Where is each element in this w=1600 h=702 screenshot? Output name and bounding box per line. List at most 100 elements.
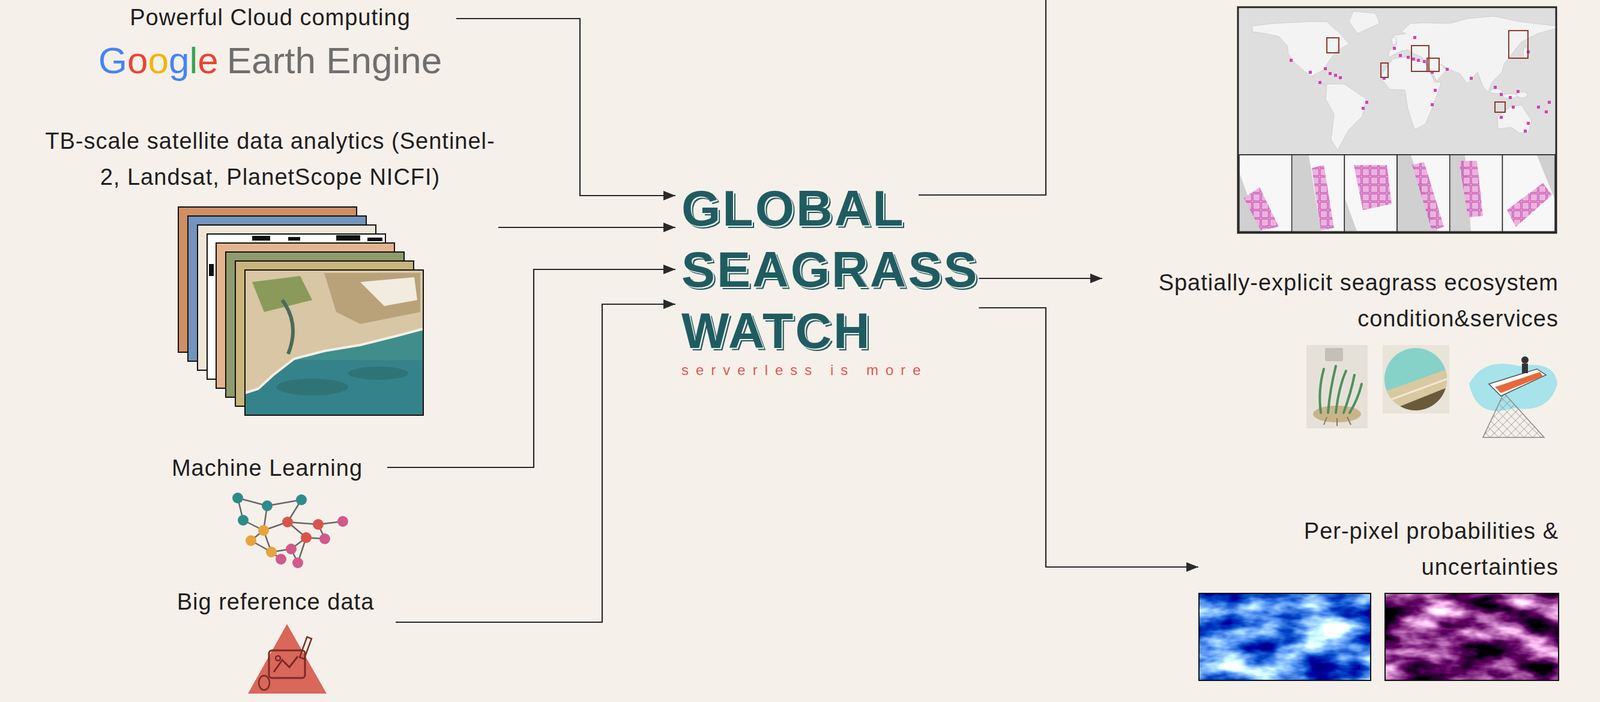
satellite-image-stack-part-part: [276, 378, 349, 396]
carbon-storage-icon-part: [1306, 345, 1368, 429]
seagrass-distribution-map-part-part: [1243, 187, 1279, 231]
seagrass-distribution-map-part-part: [1449, 154, 1503, 232]
seagrass-distribution-map-part-part: [1252, 21, 1350, 87]
carbon-storage-icon: [1306, 345, 1368, 429]
satellite-image-stack-part-part: [252, 276, 313, 313]
seagrass-distribution-map-part: [1237, 7, 1557, 233]
seagrass-distribution-map-part-part: [1433, 88, 1437, 92]
connector-arrow: [498, 226, 676, 229]
satellite-image-stack-part: [244, 270, 424, 416]
reference-data-icon-part: [273, 656, 298, 673]
satellite-image-stack-part: [244, 270, 424, 416]
seagrass-distribution-map-part-part: [1469, 76, 1473, 80]
seagrass-distribution-map-part-part: [1334, 73, 1338, 77]
seagrass-distribution-map-part-part: [1353, 165, 1392, 211]
input-heading: Machine Learning: [147, 453, 388, 484]
seagrass-distribution-map-part-part: [1416, 58, 1420, 62]
seagrass-distribution-map-part-part: [1445, 67, 1449, 71]
seagrass-distribution-map-part-part: [1397, 154, 1450, 232]
logo-word: Google: [98, 39, 219, 82]
seagrass-distribution-map-part-part: [1502, 93, 1518, 99]
seagrass-distribution-map-part: [1326, 30, 1528, 113]
seagrass-distribution-map-part-part: [1289, 58, 1293, 62]
seagrass-distribution-map-part-part: [1506, 183, 1552, 227]
satellite-image-stack-part-part: [288, 237, 301, 241]
seagrass-distribution-map-part-part: [1338, 76, 1342, 80]
seagrass-distribution-map-part-part: [1412, 57, 1416, 61]
seagrass-distribution-map-part-part: [1493, 85, 1497, 89]
seagrass-distribution-map-part: [1289, 36, 1551, 133]
seagrass-distribution-map-part-part: [1344, 198, 1357, 232]
seagrass-distribution-map-part-part: [1490, 88, 1503, 94]
network-icon-part: [232, 492, 244, 504]
carbon-storage-icon-part-part: [1347, 417, 1351, 426]
seagrass-distribution-map-part-part: [1292, 154, 1345, 232]
connector-arrow: [978, 307, 1199, 568]
seagrass-distribution-map-part-part: [1308, 70, 1312, 74]
seagrass-distribution-map-part-part: [1523, 129, 1527, 133]
fisheries-icon-part: [1521, 356, 1529, 364]
input-node: Big reference data: [155, 588, 396, 697]
probability-map-part: [1198, 593, 1371, 681]
seagrass-distribution-map-part-part: [1406, 55, 1410, 59]
network-icon-part: [285, 543, 297, 555]
probability-map: [1198, 593, 1371, 681]
seagrass-distribution-map-part-part: [1344, 154, 1398, 232]
connector-arrow: [387, 269, 676, 468]
seagrass-distribution-map-part: [1252, 11, 1555, 151]
seagrass-distribution-map-part-part: [1361, 106, 1365, 110]
seagrass-distribution-map-part-part: [1499, 93, 1503, 97]
input-heading: TB-scale satellite data analytics (Senti…: [42, 123, 499, 196]
seagrass-distribution-map-part-part: [1502, 154, 1556, 232]
satellite-image-stack-part-part: [367, 237, 383, 242]
carbon-storage-icon-part-part: [1328, 366, 1336, 414]
seagrass-distribution-map-part-part: [1544, 110, 1548, 114]
seagrass-distribution-map-part-part: [1516, 90, 1520, 94]
network-icon-part: [237, 515, 249, 526]
seagrass-distribution-map-part-part: [1430, 103, 1434, 107]
fisheries-icon-part: [1488, 369, 1546, 397]
carbon-storage-icon-part-part: [1323, 417, 1327, 426]
seagrass-distribution-map-part-part: [1458, 160, 1483, 218]
network-icon-part: [275, 554, 287, 565]
seagrass-distribution-map-part-part: [1536, 105, 1540, 109]
tagline: serverless is more: [681, 361, 979, 380]
seagrass-distribution-map-part-part: [1508, 30, 1528, 59]
seagrass-distribution-map-part-part: [1328, 72, 1332, 76]
network-icon-part: [319, 533, 331, 545]
reference-data-icon: [247, 624, 327, 695]
map-leader-line: [918, 0, 1046, 196]
brand-title: GLOBAL SEAGRASS WATCH: [681, 177, 979, 362]
seagrass-distribution-map-part-part: [1323, 67, 1327, 71]
probability-map-part: [1198, 593, 1371, 681]
output-node: Spatially-explicit seagrass ecosystem co…: [1102, 264, 1559, 445]
carbon-storage-icon-part-part: [1349, 384, 1362, 414]
output-node: Per-pixel probabilities & uncertainties: [1198, 513, 1559, 685]
network-icon-part: [312, 519, 324, 531]
fisheries-icon-part: [1494, 372, 1543, 394]
seagrass-distribution-map-part-part: [1411, 45, 1429, 72]
satellite-image-stack: [178, 207, 424, 416]
network-icon-part: [300, 532, 312, 544]
seagrass-distribution-map-part-part: [1365, 100, 1369, 104]
seagrass-distribution-map-part-part: [1497, 105, 1532, 134]
satellite-image-stack-part-part: [324, 273, 421, 325]
satellite-image-stack-part-part: [244, 270, 424, 394]
uncertainty-map: [1385, 593, 1559, 681]
satellite-image-stack-part: [244, 270, 424, 416]
seagrass-distribution-map-part-part: [1511, 105, 1515, 109]
carbon-storage-icon-part: [1325, 348, 1344, 362]
seagrass-distribution-map-part-part: [1392, 46, 1396, 50]
connector-arrow: [456, 18, 676, 196]
hub-title: GLOBAL SEAGRASS WATCHserverless is more: [675, 177, 979, 380]
output-heading: Spatially-explicit seagrass ecosystem co…: [1102, 264, 1559, 337]
seagrass-distribution-map-part-part: [1325, 84, 1367, 151]
seagrass-distribution-map-part-part: [1508, 96, 1512, 100]
input-node: TB-scale satellite data analytics (Senti…: [42, 123, 499, 421]
fisheries-icon: [1469, 356, 1558, 438]
satellite-image-stack-part-part: [348, 366, 409, 381]
seagrass-distribution-map-part-part: [1412, 162, 1444, 231]
carbon-storage-icon-part-part: [1336, 418, 1338, 427]
seagrass-distribution-map-part-part: [1422, 60, 1426, 64]
